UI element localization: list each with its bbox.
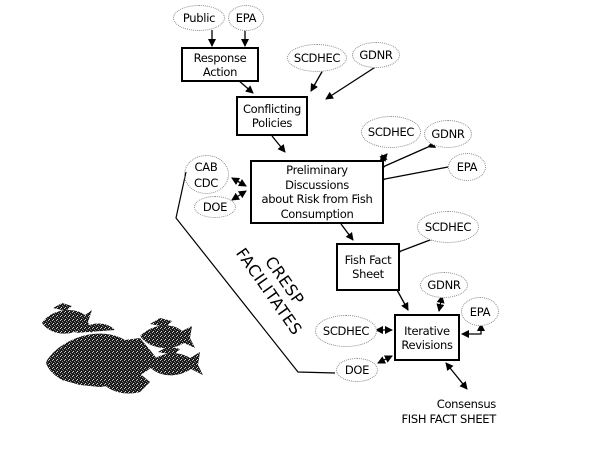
arrow-doe2-iterative	[377, 355, 393, 364]
arrow-epa2-preliminary	[377, 161, 456, 185]
response-action-box: Response Action	[181, 47, 259, 82]
stakeholder-scdhec: SCDHEC	[287, 44, 347, 72]
consensus-outcome-label: Consensus FISH FACT SHEET	[390, 397, 496, 427]
outcome-line2: FISH FACT SHEET	[401, 412, 496, 426]
stakeholder-gdnr: GDNR	[420, 272, 468, 298]
arrow-preliminary-to-factsheet	[340, 223, 354, 241]
fish-school-illustration	[42, 303, 203, 394]
arrow-cdc-preliminary	[231, 177, 247, 187]
stakeholder-cab-cdc-outline	[184, 155, 229, 194]
stakeholder-epa: EPA	[228, 5, 264, 31]
stakeholder-scdhec: SCDHEC	[417, 211, 479, 243]
stakeholder-epa: EPA	[461, 297, 499, 326]
arrow-response-to-conflicting	[237, 79, 254, 94]
stakeholder-doe: DOE	[336, 358, 378, 382]
cresp-bracket-line	[175, 171, 336, 374]
arrow-doe1-preliminary	[231, 190, 247, 201]
preliminary-discussions-box: Preliminary Discussions about Risk from …	[250, 160, 384, 224]
stakeholder-gdnr: GDNR	[352, 42, 400, 68]
stakeholder-scdhec: SCDHEC	[361, 116, 421, 148]
arrow-iterative-to-consensus	[445, 362, 468, 390]
arrow-epa3-iterative	[461, 323, 485, 338]
outcome-line1: Consensus	[436, 397, 497, 411]
stakeholder-doe: DOE	[194, 196, 236, 218]
arrow-scdhec3-factsheet	[393, 233, 438, 258]
conflicting-policies-box: Conflicting Policies	[236, 96, 308, 136]
arrow-conflicting-to-preliminary	[271, 135, 286, 153]
stakeholder-public: Public	[173, 5, 225, 31]
stakeholder-gdnr: GDNR	[424, 120, 472, 148]
arrow-scdhec1-to-conflicting	[310, 69, 324, 92]
stakeholder-scdhec: SCDHEC	[315, 315, 377, 347]
arrow-gdnr1-to-conflicting	[325, 65, 378, 100]
arrow-factsheet-to-iterative	[396, 289, 409, 311]
fish-fact-sheet-box: Fish Fact Sheet	[336, 243, 400, 291]
stakeholder-epa: EPA	[448, 153, 486, 181]
arrow-gdnr3-iterative	[436, 295, 445, 312]
iterative-revisions-box: Iterative Revisions	[394, 314, 460, 361]
arrow-gdnr2-preliminary	[376, 140, 437, 173]
